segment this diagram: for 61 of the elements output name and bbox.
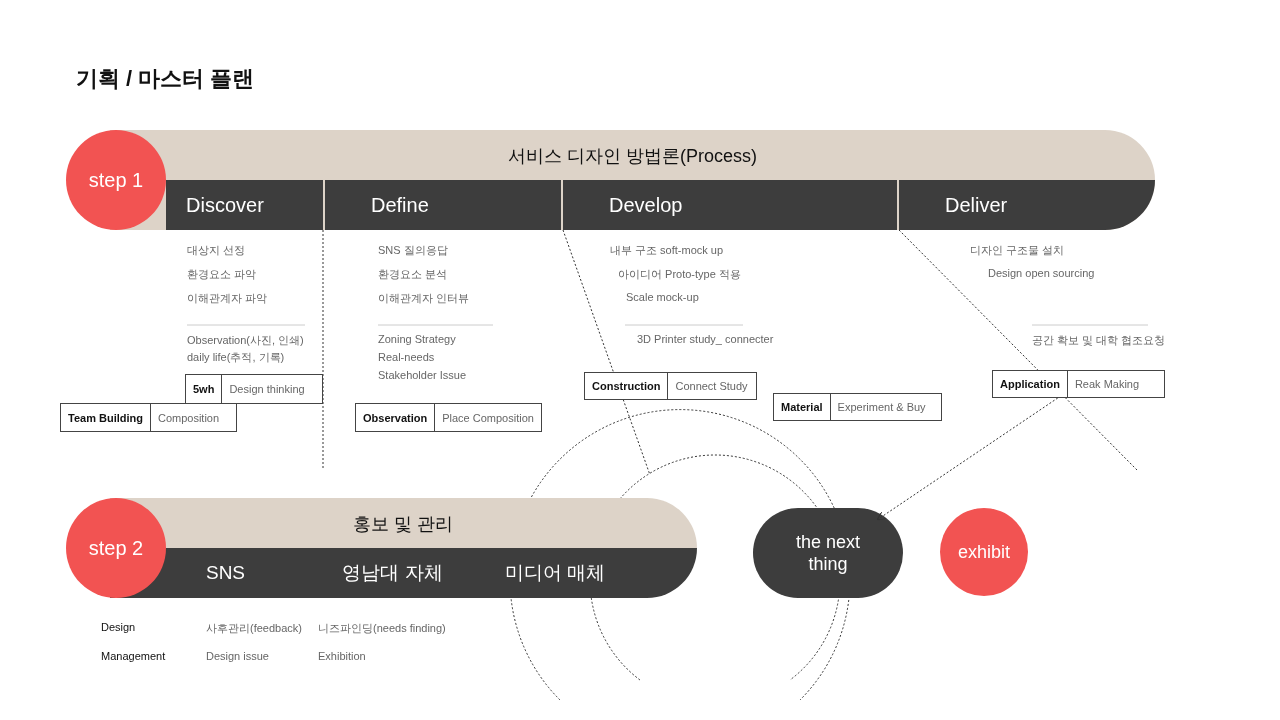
- tag-detail: Reak Making: [1066, 371, 1164, 397]
- note-text: 사후관리(feedback): [206, 621, 302, 636]
- circle-label: step 1: [88, 168, 144, 192]
- channel-label: 미디어 매체: [480, 548, 630, 598]
- note-text: 공간 확보 및 대학 협조요청: [1032, 333, 1166, 348]
- note-text: 환경요소 파악: [187, 267, 257, 282]
- circle-label: exhibit: [958, 541, 1010, 563]
- note-text: Design open sourcing: [988, 267, 1095, 279]
- tag-detail: Experiment & Buy: [829, 394, 941, 420]
- page-title: 기획 / 마스터 플랜: [76, 65, 255, 93]
- phase-label: Deliver: [945, 193, 1008, 217]
- tag-detail: Composition: [149, 404, 236, 431]
- note-text: 환경요소 분석: [378, 267, 448, 282]
- tag-box: [992, 370, 1165, 398]
- circle-label: step 2: [88, 536, 144, 560]
- tag-box: [185, 374, 323, 404]
- note-text: 이해관계자 파악: [187, 291, 268, 306]
- band-heading: 홍보 및 관리: [352, 513, 455, 536]
- note-text: daily life(추적, 기록): [187, 350, 285, 365]
- tag-category: 5wh: [192, 382, 216, 397]
- tag-category: Observation: [362, 410, 429, 426]
- note-text: 디자인 구조물 설치: [970, 243, 1065, 258]
- phase-bar: [563, 180, 897, 230]
- note-text: 아이디어 Proto-type 적용: [618, 267, 741, 282]
- phase-bar: [899, 180, 1155, 230]
- tag-box: [773, 393, 942, 421]
- pill-label: the next thing: [794, 531, 861, 575]
- phase-label: Develop: [609, 193, 683, 217]
- tag-box: [60, 403, 237, 432]
- phase-label: Define: [371, 193, 429, 217]
- channel-label: SNS: [178, 548, 273, 598]
- arrow: [876, 397, 1059, 521]
- channel-label: 영남대 자체: [320, 548, 465, 598]
- tag-category: Team Building: [67, 410, 144, 426]
- note-text: Zoning Strategy: [378, 333, 456, 345]
- phase-label: Discover: [186, 193, 264, 217]
- note-text: 니즈파인딩(needs finding): [318, 621, 446, 636]
- tag-box: [584, 372, 757, 400]
- note-text: Exhibition: [318, 650, 366, 662]
- note-text: SNS 질의응답: [378, 243, 448, 258]
- tag-category: Material: [780, 400, 824, 415]
- note-text: Scale mock-up: [626, 291, 699, 303]
- note-text: 3D Printer study_ connecter: [637, 333, 774, 345]
- note-text: Management: [101, 650, 166, 662]
- note-text: Real-needs: [378, 351, 435, 363]
- tag-box: [355, 403, 542, 432]
- tag-category: Application: [999, 377, 1061, 392]
- note-text: 이해관계자 인터뷰: [378, 291, 470, 306]
- band-heading: 서비스 디자인 방법론(Process): [507, 145, 758, 168]
- phase-bar: [325, 180, 561, 230]
- note-text: 내부 구조 soft-mock up: [610, 243, 724, 258]
- note-text: Stakeholder Issue: [378, 369, 467, 381]
- tag-detail: Place Composition: [434, 404, 541, 431]
- step-circle: [66, 130, 166, 230]
- tag-detail: Connect Study: [667, 373, 756, 399]
- note-text: Design issue: [206, 650, 269, 662]
- note-text: Observation(사진, 인쇄): [187, 333, 304, 348]
- phase-bar: [166, 180, 323, 230]
- note-text: 대상지 선정: [187, 243, 246, 258]
- tag-category: Construction: [591, 379, 662, 394]
- note-text: Design: [101, 621, 136, 633]
